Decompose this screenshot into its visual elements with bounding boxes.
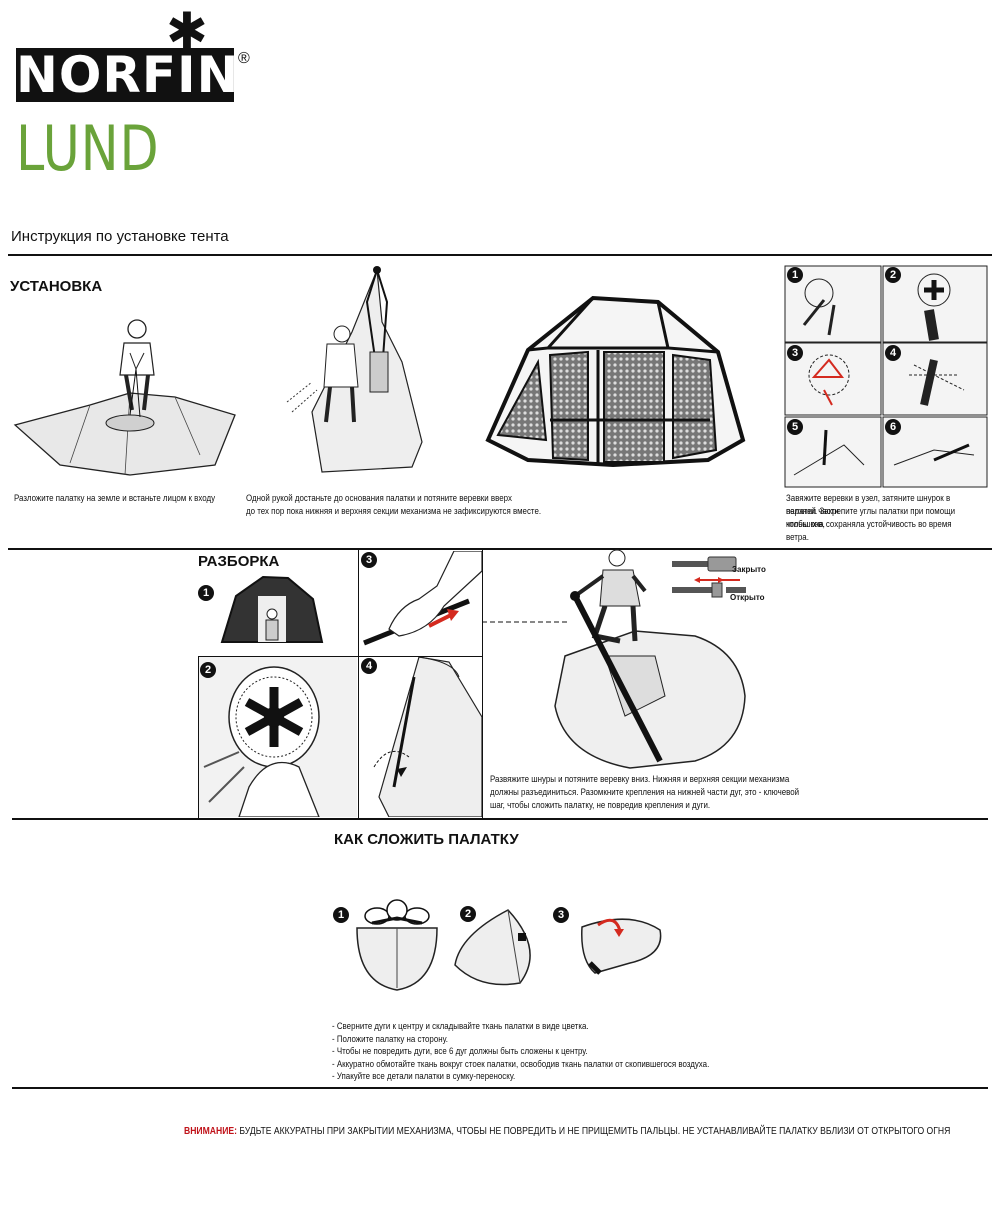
install-caption-3-line2: палатки. Закрепите углы палатки при помо… (786, 506, 956, 529)
disassembly-caption-line2: должны разъединиться. Разомкните креплен… (490, 787, 800, 797)
install-step-5-badge: 5 (787, 419, 803, 435)
logo-star-icon: ✱ (166, 2, 208, 60)
fold-step-1-badge: 1 (333, 907, 349, 923)
install-caption-3-line3: чтобы она сохраняла устойчивость во врем… (786, 519, 952, 542)
disassembly-step-1-badge: 1 (198, 585, 214, 601)
fold-bullet: - Аккуратно обмотайте ткань вокруг стоек… (332, 1058, 710, 1069)
disassembly-vline-2 (482, 550, 483, 818)
disassembly-illustration-fabric (373, 657, 482, 817)
disassembly-step-4-badge: 4 (361, 658, 377, 674)
install-step-6-badge: 6 (885, 419, 901, 435)
fold-bullet: - Сверните дуги к центру и складывайте т… (332, 1021, 589, 1031)
disassembly-caption-line3: шаг, чтобы сложить палатку, не повредив … (490, 800, 711, 810)
divider-lower (12, 818, 988, 820)
disassembly-vline-1 (358, 550, 359, 818)
install-step-3-badge: 3 (787, 345, 803, 361)
warning-label: ВНИМАНИЕ: (184, 1126, 237, 1137)
fold-step-2-badge: 2 (460, 906, 476, 922)
fold-illustration-roll (581, 918, 662, 975)
warning-text: ВНИМАНИЕ: БУДЬТЕ АККУРАТНЫ ПРИ ЗАКРЫТИИ … (184, 1126, 950, 1137)
fold-bullets: - Сверните дуги к центру и складывайте т… (332, 1020, 761, 1083)
disassembly-illustration-hub (199, 657, 357, 817)
divider-middle (8, 548, 992, 550)
instruction-title: Инструкция по установке тента (11, 228, 229, 245)
install-step-2-badge: 2 (885, 267, 901, 283)
model-name: LUND (16, 112, 160, 185)
install-step-1-badge: 1 (787, 267, 803, 283)
disassembly-hline (198, 656, 482, 657)
disassembly-illustration-tent (220, 575, 324, 643)
hinge-closed-label: Закрыто (732, 565, 766, 574)
fold-title: КАК СЛОЖИТЬ ПАЛАТКУ (334, 831, 519, 848)
fold-bullet: - Упакуйте все детали палатки в сумку-пе… (332, 1071, 516, 1081)
fold-illustration-side (454, 909, 531, 986)
disassembly-step-3-badge: 3 (361, 552, 377, 568)
install-illustration-spread-tent (13, 319, 236, 476)
brand-logo: NORFIN (16, 46, 240, 104)
fold-illustration-flower (356, 899, 438, 991)
fold-bullet: - Чтобы не повредить дуги, все 6 дуг дол… (332, 1046, 588, 1056)
registered-mark: ® (238, 50, 250, 67)
disassembly-caption-line1: Развяжите шнуры и потяните веревку вниз.… (490, 774, 790, 784)
fold-step-3-badge: 3 (553, 907, 569, 923)
divider-top (8, 254, 992, 256)
install-steps-grid: 1 2 3 4 5 6 (784, 265, 990, 490)
disassembly-step-2-badge: 2 (200, 662, 216, 678)
install-steps-frames (784, 265, 988, 488)
disassembly-illustration-pull (363, 551, 482, 646)
disassembly-title: РАЗБОРКА (198, 553, 280, 570)
install-illustration-dome-tent (485, 295, 746, 468)
fold-bullet: - Положите палатку на сторону. (332, 1033, 448, 1044)
install-title: УСТАНОВКА (10, 278, 103, 295)
install-caption-1: Разложите палатку на земле и встаньте ли… (14, 493, 216, 503)
install-caption-3-line1: Завяжите веревки в узел, затяните шнурок… (786, 493, 951, 516)
hinge-closed-open-diagram (672, 556, 746, 598)
install-step-4-badge: 4 (885, 345, 901, 361)
hinge-open-label: Открыто (730, 593, 765, 602)
disassembly-illustration-folding (554, 549, 746, 769)
warning-body: БУДЬТЕ АККУРАТНЫ ПРИ ЗАКРЫТИИ МЕХАНИЗМА,… (236, 1126, 951, 1137)
divider-bottom (12, 1087, 988, 1089)
disassembly-connector-dashed (482, 621, 570, 623)
install-illustration-lifting-tent (286, 266, 423, 473)
disassembly-vline-0 (198, 656, 199, 818)
install-caption-2-line2: до тех пор пока нижняя и верхняя секции … (246, 506, 542, 516)
install-caption-2-line1: Одной рукой достаньте до основания палат… (246, 493, 512, 503)
